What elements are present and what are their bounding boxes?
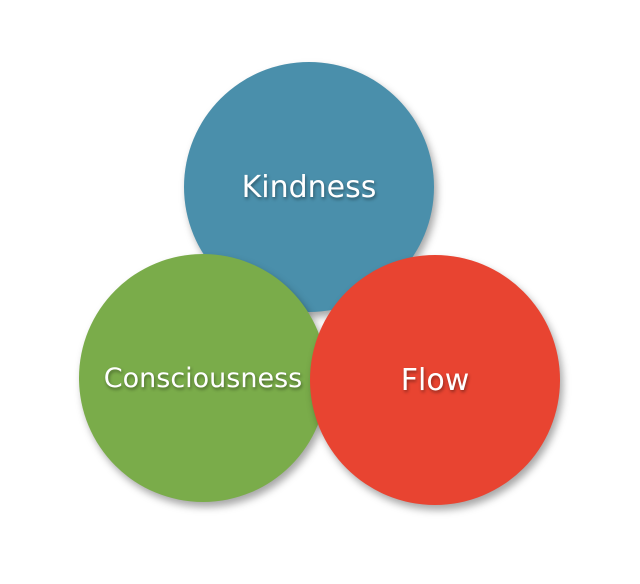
flow-label: Flow	[400, 362, 470, 398]
flow-circle: Flow	[310, 255, 560, 505]
consciousness-label: Consciousness	[103, 362, 303, 394]
kindness-label: Kindness	[241, 169, 377, 205]
consciousness-circle: Consciousness	[79, 254, 327, 502]
